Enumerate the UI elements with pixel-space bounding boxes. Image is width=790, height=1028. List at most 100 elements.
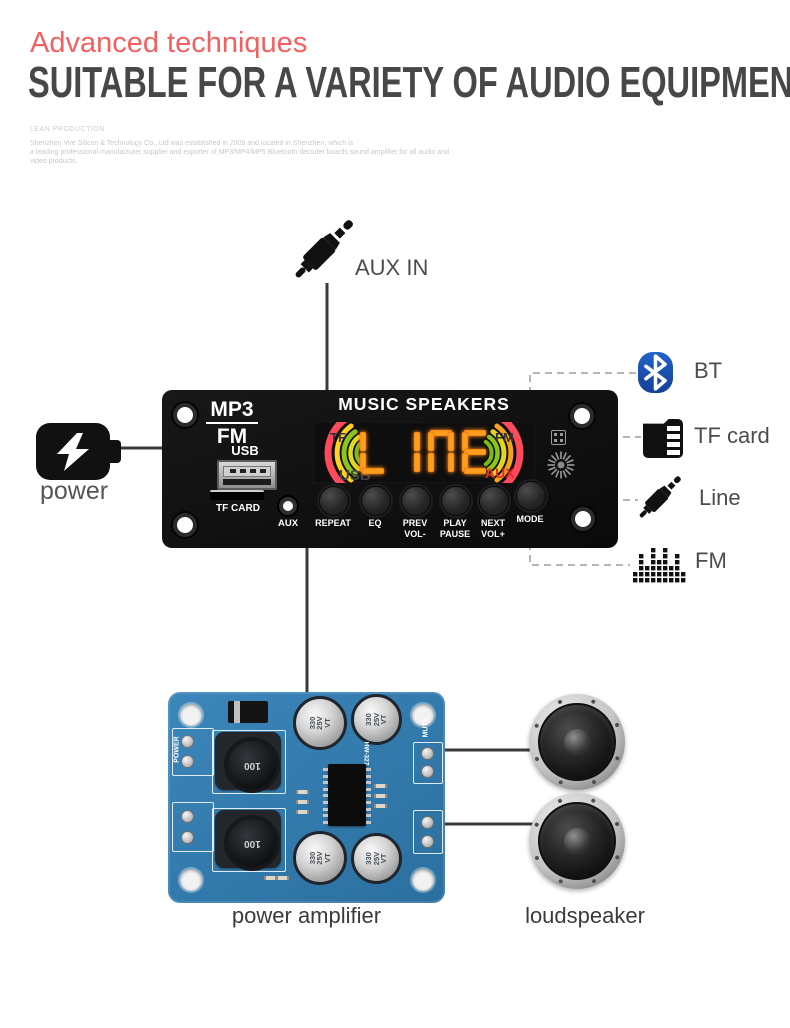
- power-silkscreen: POWER: [173, 736, 181, 763]
- fm-label: FM: [695, 548, 727, 573]
- fm-text: FM: [216, 425, 248, 448]
- eq-button: [361, 486, 391, 516]
- power-label: power: [40, 477, 109, 505]
- aux-in-label: AUX IN: [355, 255, 429, 280]
- loudspeaker-bottom: [529, 793, 625, 889]
- speaker-screw: [557, 798, 563, 804]
- lightning-bolt-icon: [57, 433, 89, 471]
- tf-card-slot-label: TF CARD: [216, 503, 260, 514]
- loudspeaker-top: [529, 694, 625, 790]
- mount-hole: [173, 513, 197, 537]
- speaker-screw: [590, 798, 596, 804]
- mode-label: MODE: [516, 514, 544, 524]
- amp-mount-hole: [180, 869, 202, 891]
- speaker-screw: [614, 821, 620, 827]
- mp3-fm-logo: MP3 FM: [202, 398, 262, 448]
- dash-bracket-bt-fm: [529, 372, 636, 566]
- right-terminal-block: [413, 810, 443, 854]
- prev-button: [401, 486, 431, 516]
- mount-hole: [570, 404, 594, 428]
- starburst-icon: [547, 451, 575, 479]
- subtitle: Advanced techniques: [30, 27, 308, 59]
- bt-label: BT: [694, 358, 723, 383]
- speaker-screw: [614, 755, 620, 761]
- aux-jack-label: AUX: [277, 518, 299, 529]
- power-amplifier-label: power amplifier: [231, 903, 382, 928]
- speaker-screw: [591, 878, 597, 884]
- chip-label: HW-327: [362, 741, 370, 766]
- speaker-screw: [591, 779, 597, 785]
- diode-component: [228, 701, 268, 723]
- speaker-screw: [534, 723, 540, 729]
- page-title: SUITABLE FOR A VARIETY OF AUDIO EQUIPMEN…: [28, 58, 790, 107]
- repeat-label: REPEAT: [315, 518, 351, 528]
- next-label: NEXT VOL+: [480, 518, 505, 539]
- amplifier-chip: [323, 764, 371, 826]
- usb-tongue: [223, 466, 271, 477]
- next-button: [479, 486, 509, 516]
- tf-card-icon: [643, 419, 683, 458]
- mount-hole: [173, 403, 197, 427]
- power-icon: [36, 423, 121, 480]
- speaker-screw: [590, 699, 596, 705]
- fm-equalizer-icon: [633, 548, 686, 583]
- output-terminal-block: [172, 802, 214, 852]
- mode-button: [516, 481, 546, 511]
- mp3-decoder-board: MP3 FM USB TF CARD AUX MUSIC SPEAKERS: [162, 390, 618, 548]
- mp3-text: MP3: [210, 398, 254, 421]
- amp-mount-hole: [412, 704, 434, 726]
- right-terminal-block: [413, 742, 443, 784]
- display-fm-indicator: FM: [495, 430, 514, 445]
- speaker-screw: [534, 822, 540, 828]
- speaker-screw: [534, 855, 540, 861]
- prev-label: PREV VOL-: [402, 518, 428, 539]
- repeat-button: [319, 486, 349, 516]
- logo-divider: [206, 422, 258, 424]
- mute-silkscreen: MUTE: [422, 717, 430, 738]
- company-description: Shenzhen Vire Silicon & Technology Co., …: [30, 139, 460, 166]
- battery-terminal: [108, 440, 121, 463]
- usb-port: [217, 460, 277, 490]
- aux-plug-icon: [271, 196, 377, 302]
- speaker-screw: [558, 878, 564, 884]
- board-title: MUSIC SPEAKERS: [338, 394, 510, 414]
- speaker-screw: [557, 699, 563, 705]
- eq-label: EQ: [368, 518, 382, 528]
- power-terminal-block: [172, 728, 214, 776]
- mount-hole: [571, 507, 595, 531]
- display-aux-indicator: AUX: [485, 465, 515, 481]
- description-line-1: Shenzhen Vire Silicon & Technology Co., …: [30, 140, 354, 147]
- tf-card-label: TF card: [694, 423, 770, 448]
- amp-mount-hole: [180, 704, 202, 726]
- usb-cavity: [223, 479, 271, 485]
- inductor: 100: [215, 810, 281, 871]
- speaker-screw: [558, 779, 564, 785]
- inductor-outline: [212, 808, 286, 872]
- seven-segment-readout: [359, 429, 487, 475]
- speaker-screw: [614, 854, 620, 860]
- line-jack-icon: [626, 463, 704, 541]
- led-display: TF FM USB AUX: [313, 422, 535, 483]
- usb-port-label: USB: [231, 443, 259, 458]
- speaker-screw: [614, 722, 620, 728]
- speaker-dome: [563, 728, 591, 756]
- inductor-outline: [212, 730, 286, 794]
- bluetooth-icon: [638, 352, 673, 393]
- display-tf-indicator: TF: [330, 430, 346, 445]
- line-label: Line: [699, 485, 741, 510]
- ir-receiver-icon: [551, 430, 566, 445]
- aux-jack: [279, 497, 297, 515]
- speaker-screw: [534, 756, 540, 762]
- play-pause-button: [441, 486, 471, 516]
- tf-card-slot: [210, 490, 264, 500]
- description-line-2: a leading professional manufacturer supp…: [30, 149, 450, 165]
- amp-mount-hole: [412, 869, 434, 891]
- inductor: 100: [215, 732, 281, 793]
- tagline: LEAN PRODUCTION: [30, 126, 105, 133]
